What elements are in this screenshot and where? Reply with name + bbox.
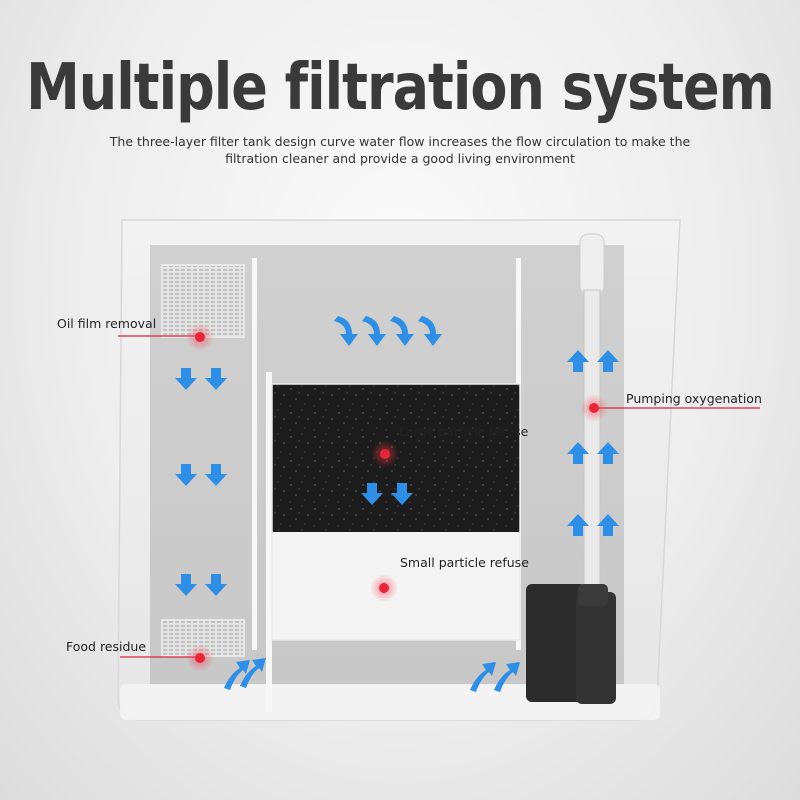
- tank-bottom: [120, 684, 660, 720]
- label-oil-film-removal: Oil film removal: [57, 316, 157, 331]
- marker-large-particle: [371, 440, 399, 468]
- page-title: Multiple filtration system: [26, 50, 775, 125]
- page-subtitle: The three-layer filter tank design curve…: [100, 133, 700, 167]
- subtitle-line-1: The three-layer filter tank design curve…: [109, 134, 691, 149]
- label-large-particle-refuse: Large particle refuse: [399, 424, 529, 439]
- label-food-residue: Food residue: [66, 639, 147, 654]
- divider-wall-mid: [266, 372, 272, 712]
- label-pumping-oxygenation: Pumping oxygenation: [626, 391, 762, 406]
- pump-tube: [583, 289, 601, 591]
- water-pump: [526, 584, 586, 702]
- marker-food-residue: [186, 644, 214, 672]
- divider-wall-left: [252, 258, 257, 650]
- marker-oil-film: [186, 323, 214, 351]
- marker-pumping: [580, 394, 608, 422]
- pump-tube-top: [579, 233, 605, 295]
- water-pump-side: [576, 592, 616, 704]
- marker-small-particle: [370, 574, 398, 602]
- subtitle-line-2: filtration cleaner and provide a good li…: [225, 151, 575, 166]
- label-small-particle-refuse: Small particle refuse: [400, 555, 529, 570]
